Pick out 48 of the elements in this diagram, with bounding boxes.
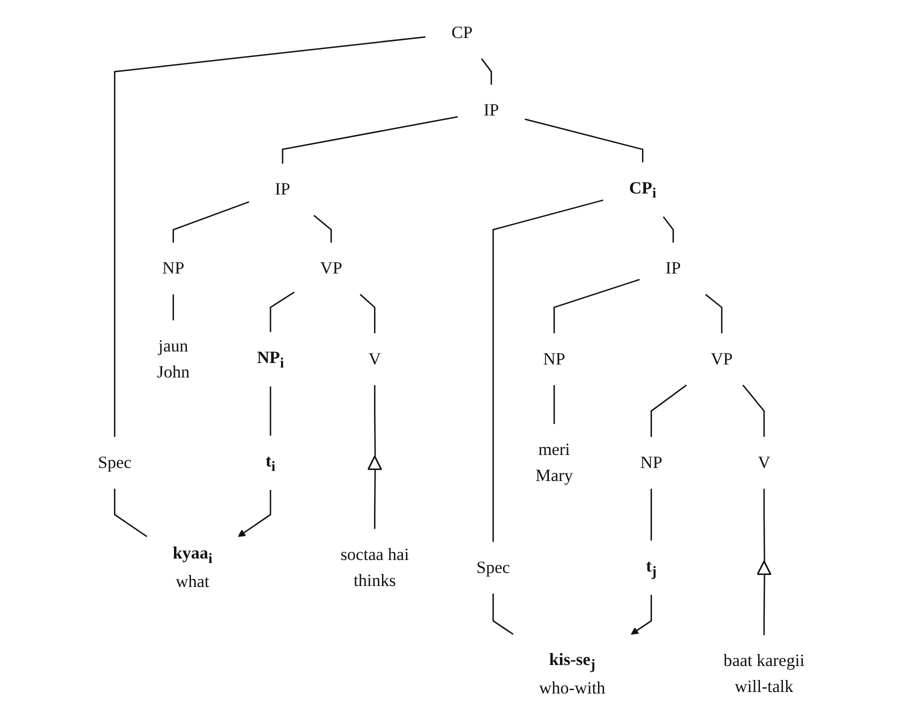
node-text: NP	[640, 453, 663, 472]
connector	[554, 385, 556, 424]
arrow	[238, 490, 272, 537]
node-text: kyaa$_{i}$ what	[173, 544, 213, 592]
node-text: V	[758, 453, 771, 472]
connector	[764, 574, 766, 636]
node-text: NP$_{i}$	[257, 348, 284, 371]
connector	[270, 386, 272, 436]
node-text: t$_{i}$	[266, 452, 276, 474]
node-text: CP$_{i}$	[629, 178, 656, 202]
connector	[650, 384, 688, 437]
connector	[525, 118, 644, 162]
connector	[172, 201, 250, 243]
connector	[492, 594, 514, 635]
connector	[114, 36, 426, 437]
arrow	[631, 594, 652, 635]
node-text: CP	[452, 23, 473, 42]
node-text: baat karegii will-talk	[724, 651, 805, 696]
node-text: IP	[484, 101, 500, 120]
connector	[374, 470, 376, 529]
node-text: jaun John	[157, 336, 190, 382]
node-text: kis-se$_{j}$ who-with	[539, 650, 606, 698]
node-text: NP	[162, 259, 185, 278]
connector	[705, 294, 723, 334]
connector	[314, 214, 332, 243]
node-text: VP	[320, 259, 342, 278]
node-text: soctaa hai thinks	[340, 545, 410, 590]
node-text: t$_{j}$	[646, 556, 657, 580]
connector	[554, 278, 640, 334]
connector	[764, 488, 766, 562]
connector	[663, 216, 674, 243]
node-text: VP	[710, 350, 734, 369]
connector	[114, 488, 148, 538]
connector	[492, 199, 604, 542]
connector	[282, 116, 458, 164]
connector	[374, 385, 376, 457]
connector	[172, 294, 174, 320]
node-text: V	[368, 350, 382, 369]
connector	[481, 58, 492, 85]
connector	[360, 294, 376, 334]
connector	[650, 488, 652, 541]
node-text: IP	[666, 259, 682, 278]
node-text: NP	[543, 350, 566, 369]
node-text: meri Mary	[536, 440, 574, 486]
node-text: IP	[275, 180, 291, 200]
connector	[742, 384, 766, 437]
node-text: Spec	[476, 558, 510, 578]
node-text: Spec	[98, 453, 132, 472]
